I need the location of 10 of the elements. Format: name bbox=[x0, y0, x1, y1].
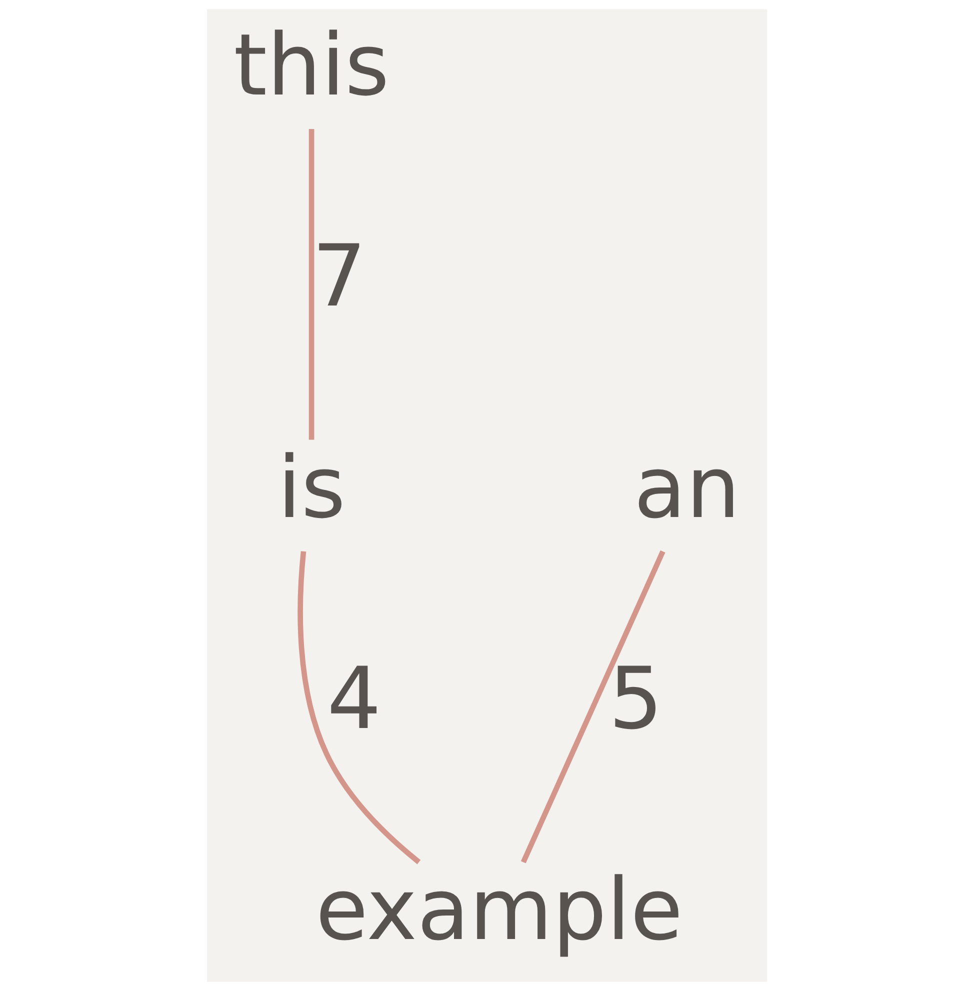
connector bbox=[520, 550, 665, 863]
connector bbox=[308, 128, 314, 440]
edge-label: 7 bbox=[312, 227, 366, 326]
node-text: an bbox=[633, 438, 740, 538]
node-text: example bbox=[315, 860, 682, 960]
edge-label: 5 bbox=[608, 650, 662, 749]
node-text: is bbox=[276, 438, 346, 538]
edge-label: 4 bbox=[326, 650, 381, 749]
node-text: this bbox=[233, 16, 389, 115]
connector bbox=[297, 550, 420, 864]
